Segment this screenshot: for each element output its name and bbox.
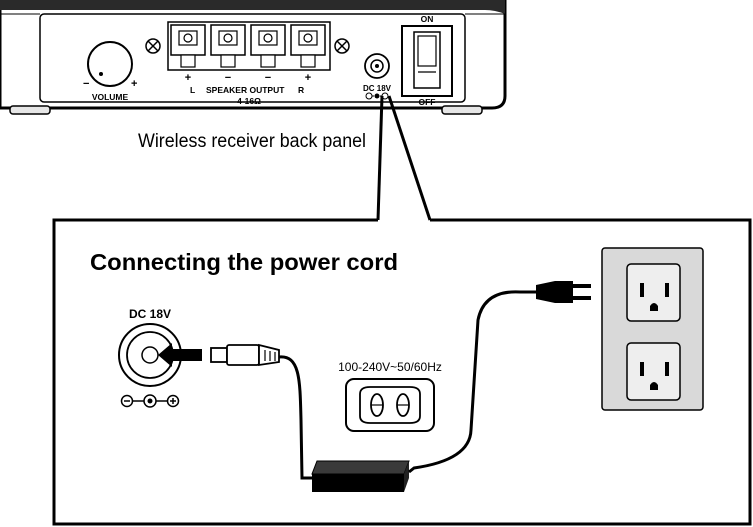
volume-minus-sign: −	[83, 78, 89, 90]
volume-knob-indicator	[99, 72, 103, 76]
terminal-sign: −	[265, 72, 271, 84]
volume-knob	[87, 41, 133, 87]
right-channel-label: R	[298, 85, 304, 95]
speaker-terminal	[170, 24, 206, 68]
callout-connector	[376, 95, 432, 221]
speaker-terminal	[210, 24, 246, 68]
left-channel-label: L	[190, 85, 195, 95]
adapter-rating-label: 100-240V~50/60Hz	[338, 360, 442, 374]
dc-socket-label: DC 18V	[129, 307, 171, 321]
receiver-foot-left	[9, 105, 51, 115]
switch-off-label: OFF	[419, 97, 436, 107]
speaker-terminals: + − − + L SPEAKER OUTPUT R 4-16Ω	[167, 21, 331, 106]
ac-plug-icon	[536, 281, 591, 303]
polarity-symbol-icon	[120, 394, 180, 408]
switch-on-label: ON	[421, 14, 434, 24]
outlet-receptacle	[626, 263, 681, 322]
receiver-caption: Wireless receiver back panel	[138, 131, 366, 152]
terminal-sign: −	[225, 72, 231, 84]
outlet-receptacle	[626, 342, 681, 401]
receiver-top-bezel	[0, 0, 505, 14]
screw-icon	[334, 38, 350, 54]
volume-plus-sign: +	[131, 78, 137, 90]
terminal-sign: +	[185, 72, 191, 84]
speaker-output-label: SPEAKER OUTPUT	[206, 85, 285, 95]
detail-title: Connecting the power cord	[90, 249, 398, 275]
impedance-label: 4-16Ω	[237, 96, 261, 106]
dc-plug-icon	[210, 343, 280, 367]
dc-jack-panel: DC 18V	[363, 53, 392, 100]
terminal-sign: +	[305, 72, 311, 84]
receiver-back-panel: − + VOLUME	[0, 0, 507, 115]
screw-icon	[145, 38, 161, 54]
wall-outlet-icon	[601, 247, 704, 411]
speaker-terminal	[250, 24, 286, 68]
power-adapter-icon	[311, 460, 410, 492]
volume-label: VOLUME	[92, 92, 129, 102]
receiver-foot-right	[441, 105, 483, 115]
dc-socket: DC 18V	[118, 307, 182, 408]
insert-arrow-icon	[158, 343, 202, 367]
dc-jack-label: DC 18V	[363, 84, 392, 93]
speaker-terminal	[290, 24, 326, 68]
ac-cord	[408, 290, 550, 474]
detail-box: Connecting the power cord DC 18V	[52, 218, 752, 526]
iec-inlet-icon	[345, 378, 435, 432]
dc-cable	[278, 355, 318, 480]
power-switch: ON OFF	[401, 14, 453, 107]
